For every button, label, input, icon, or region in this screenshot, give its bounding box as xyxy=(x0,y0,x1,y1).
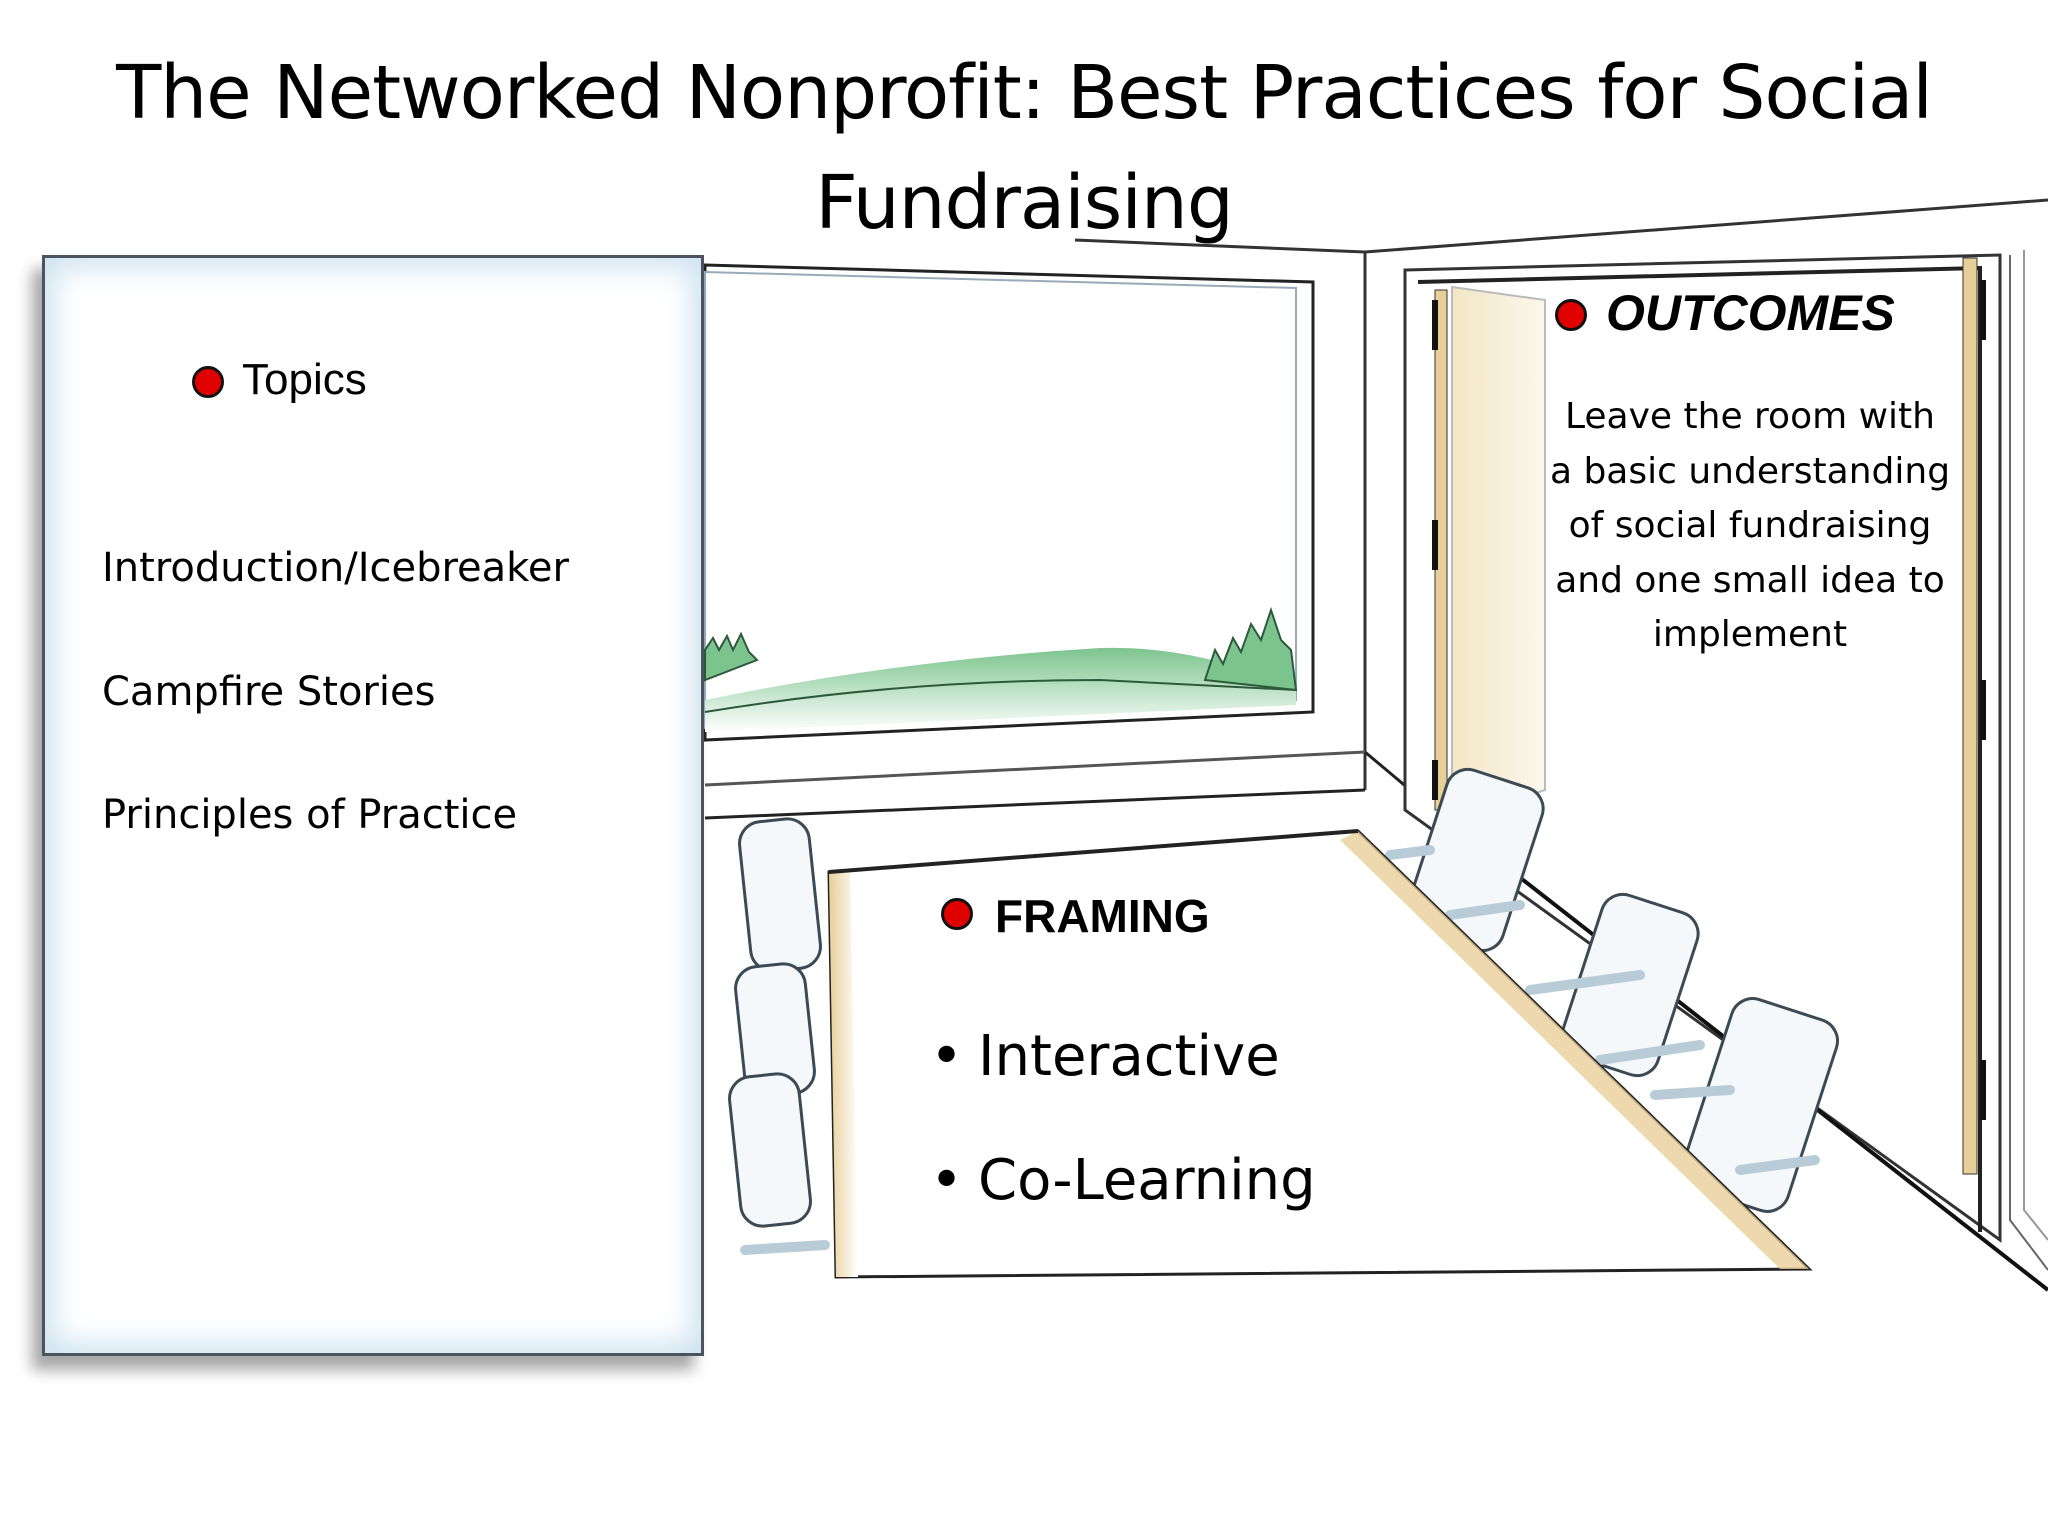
outcomes-heading: OUTCOMES xyxy=(1606,285,1895,341)
ceiling-lines xyxy=(1074,198,2048,790)
topic-item: Principles of Practice xyxy=(102,792,518,838)
outcomes-line: Leave the room with xyxy=(1564,396,1935,437)
outcomes-line: and one small idea to xyxy=(1555,559,1945,601)
bullet-icon: • xyxy=(930,1148,964,1213)
framing-item-label: Interactive xyxy=(978,1024,1280,1089)
window xyxy=(703,263,1441,820)
chair-armrests xyxy=(740,845,1820,1255)
outcomes-line: implement xyxy=(1652,614,1848,655)
red-dot-icon xyxy=(1555,299,1587,331)
framing-item: •Interactive xyxy=(930,1024,1280,1089)
bullet-icon: • xyxy=(930,1024,964,1089)
framing-item: •Co-Learning xyxy=(930,1148,1316,1213)
outcomes-line: a basic understanding xyxy=(1549,450,1951,492)
framing-item-label: Co-Learning xyxy=(978,1148,1316,1213)
red-dot-icon xyxy=(941,898,973,930)
framing-heading: FRAMING xyxy=(995,890,1210,942)
topic-item: Campfire Stories xyxy=(102,669,436,715)
conference-table xyxy=(827,829,1813,1279)
doorway xyxy=(1403,250,2048,1292)
topics-heading: Topics xyxy=(242,355,367,404)
slide-title: The Networked Nonprofit: Best Practices … xyxy=(0,38,2048,258)
slide-title-line-1: The Networked Nonprofit: Best Practices … xyxy=(116,50,1933,136)
topics-panel: Topics Introduction/Icebreaker Campfire … xyxy=(42,255,704,1356)
red-dot-icon xyxy=(192,366,224,398)
slide-title-line-2: Fundraising xyxy=(815,160,1234,246)
topic-item: Introduction/Icebreaker xyxy=(102,545,569,591)
outcomes-description: Leave the room with a basic understandin… xyxy=(1536,390,1964,663)
outcomes-line: of social fundraising xyxy=(1568,505,1932,546)
